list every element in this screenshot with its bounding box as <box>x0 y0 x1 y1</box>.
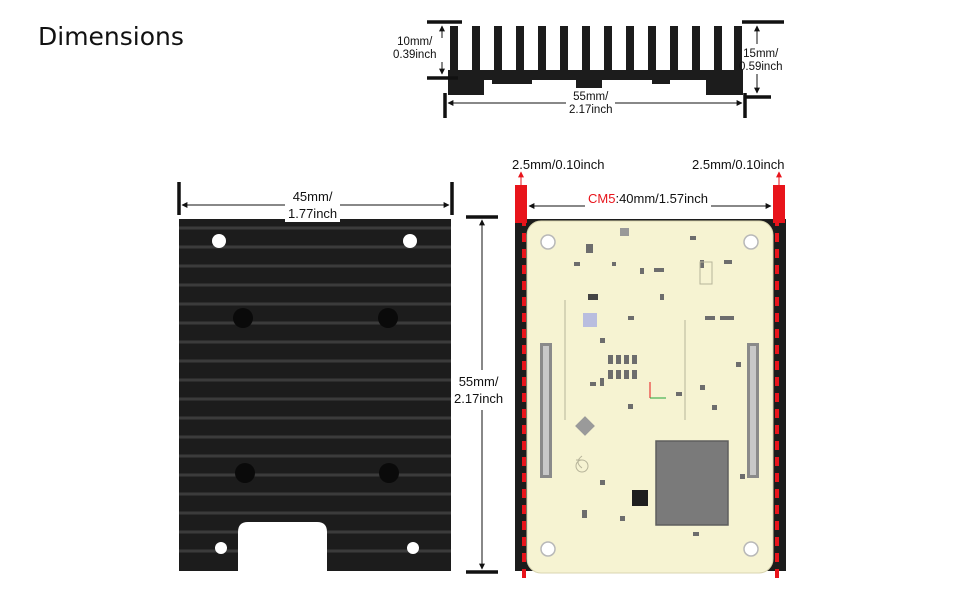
side-width-inch: 2.17inch <box>569 104 613 116</box>
heatsink-width-inch: 1.77inch <box>288 206 338 221</box>
side-height-left-mm: 10mm/ <box>397 36 433 48</box>
heatsink-height-mm: 55mm/ <box>458 374 499 389</box>
heatsink-top-view <box>177 182 498 574</box>
module-name: CM5 <box>588 191 616 206</box>
margin-marker-left <box>515 185 527 223</box>
side-height-right-inch: 0.59inch <box>739 61 783 73</box>
mounting-hole <box>215 542 227 554</box>
heatsink-foot-left <box>448 78 484 95</box>
margin-left-label: 2.5mm/0.10inch <box>512 157 605 172</box>
heatsink-height-inch: 2.17inch <box>454 391 504 406</box>
page-title: Dimensions <box>38 22 184 51</box>
heatsink-width-mm: 45mm/ <box>292 189 333 204</box>
module-width-label: CM5:40mm/1.57inch <box>585 190 711 207</box>
mounting-hole <box>407 542 419 554</box>
soc-chip <box>655 440 729 526</box>
side-width-label: 55mm/ 2.17inch <box>566 91 616 117</box>
side-height-left-inch: 0.39inch <box>393 49 437 61</box>
heatsink-notch <box>238 522 327 571</box>
heatsink-width-label: 45mm/ 1.77inch <box>285 188 341 222</box>
module-width-value: :40mm/1.57inch <box>615 191 708 206</box>
mounting-hole <box>212 234 226 248</box>
mounting-hole <box>403 234 417 248</box>
side-height-right-mm: 15mm/ <box>743 48 779 60</box>
heatsink-fins <box>450 26 742 78</box>
side-height-left-label: 10mm/ 0.39inch <box>393 36 436 62</box>
margin-right-label: 2.5mm/0.10inch <box>692 157 785 172</box>
side-width-mm: 55mm/ <box>573 91 609 103</box>
heatsink-height-label: 55mm/ 2.17inch <box>452 373 506 407</box>
margin-marker-right <box>773 185 785 223</box>
cm5-board-view <box>515 171 786 578</box>
heatsink-base <box>448 70 743 80</box>
heatsink-foot-right <box>706 78 743 95</box>
side-height-right-label: 15mm/ 0.59inch <box>739 48 782 74</box>
